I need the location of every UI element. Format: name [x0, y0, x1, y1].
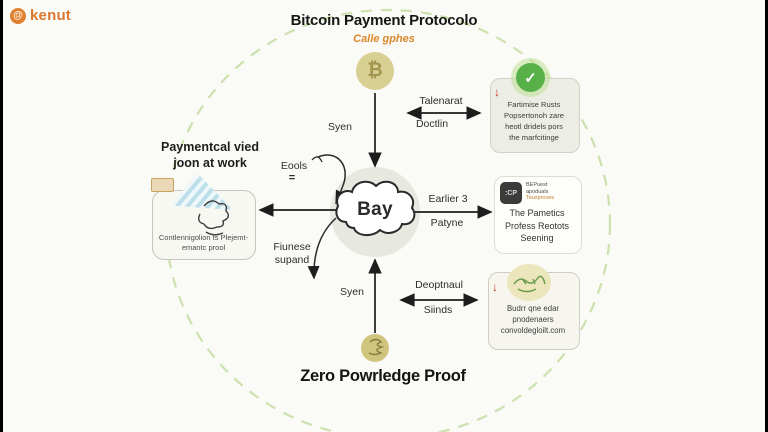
check-badge-icon: ✓ — [516, 63, 545, 92]
page-title: Bitcoin Payment Protocolo — [290, 12, 478, 29]
mid-right-caption-line2: apoduals — [526, 188, 549, 195]
mid-right-card-caption: BEPuest apoduals Teusproves — [526, 182, 578, 202]
label-deoptnaul: Deoptnaul — [415, 279, 463, 291]
bottom-right-card-line2: pnodenaers — [512, 315, 554, 324]
bottom-right-card-line3: convoldegloilt.com — [500, 326, 566, 335]
mid-right-card-line1: The Pametics — [509, 208, 565, 218]
label-equals-sign: = — [288, 172, 296, 184]
top-right-card-text: Fartimise Rusts Popsertonoh zare heotl d… — [492, 99, 576, 143]
label-syen-top: Syen — [328, 121, 352, 133]
label-talenarat: Talenarat — [419, 95, 463, 107]
cp-app-icon: :CP — [500, 182, 522, 204]
label-eools: Eools — [280, 160, 308, 172]
coin-crest-glyph — [368, 338, 385, 356]
product-doodle-icon — [507, 264, 551, 301]
bottom-right-card-line1: Budrr qne edar — [506, 304, 559, 313]
red-down-arrow-icon-bottom: ↓ — [492, 280, 498, 294]
kenut-logo-icon: @ — [10, 7, 26, 24]
bitcoin-coin-icon: ₿ — [356, 52, 394, 90]
top-right-card-line1: Fartimise Rusts — [507, 100, 561, 109]
top-right-card-line4: the marfcitinge — [509, 133, 559, 142]
label-syen-bottom: Syen — [340, 286, 364, 298]
confirmation-card-line1: Contlennigolion ts Plejemt- — [158, 233, 249, 242]
confirmation-card-line2: emantc prool — [181, 242, 226, 252]
curve-eools-hook — [311, 156, 323, 163]
left-heading-line1: Paymentcal vied — [161, 140, 259, 154]
top-right-card-line3: heotl dridels pors — [505, 122, 563, 131]
center-cloud-shape — [335, 180, 416, 236]
mid-right-caption-line1: BEPuest — [526, 182, 548, 188]
logo: @ kenut — [10, 7, 71, 24]
left-heading-line2: joon at work — [173, 156, 247, 170]
curve-center-to-fiunese — [307, 217, 337, 280]
person-doodle-icon — [186, 192, 238, 247]
page-subtitle: Calle gphes — [353, 33, 415, 45]
letterbox-bar-left — [0, 0, 3, 432]
left-section-heading: Paymentcal vied joon at work — [142, 139, 278, 171]
label-siinds: Siinds — [423, 304, 453, 316]
mid-right-card-text: The Pametics Profess Reotots Seening — [496, 207, 578, 245]
label-earlier-3: Earlier 3 — [428, 193, 468, 205]
label-fiunese-supand: Fiunese supand — [260, 241, 324, 267]
top-right-card-line2: Popsertonoh zare — [504, 111, 564, 120]
mid-right-card-line2: Profess Reotots — [504, 220, 570, 231]
center-node-label: Bay — [357, 199, 393, 220]
zero-knowledge-coin-icon — [361, 334, 389, 362]
label-patyne: Patyne — [430, 217, 464, 229]
logo-text: kenut — [30, 7, 72, 24]
label-fiunese-line2: supand — [274, 254, 310, 266]
receipt-sketch-icon — [151, 178, 174, 192]
bottom-right-card-text: Budrr qne edar pnodenaers convoldegloilt… — [490, 303, 576, 336]
label-doctlin: Doctlin — [415, 118, 449, 130]
mid-right-caption-line3: Teusproves — [526, 195, 555, 201]
label-fiunese-line1: Fiunese — [273, 241, 311, 253]
footer-title: Zero Powrledge Proof — [300, 367, 466, 385]
red-down-arrow-icon-top: ↓ — [494, 85, 500, 99]
confirmation-card-text: Contlennigolion ts Plejemt- emantc prool — [155, 233, 252, 252]
mid-right-card-line3: Seening — [520, 233, 554, 243]
letterbox-bar-right — [765, 0, 768, 432]
